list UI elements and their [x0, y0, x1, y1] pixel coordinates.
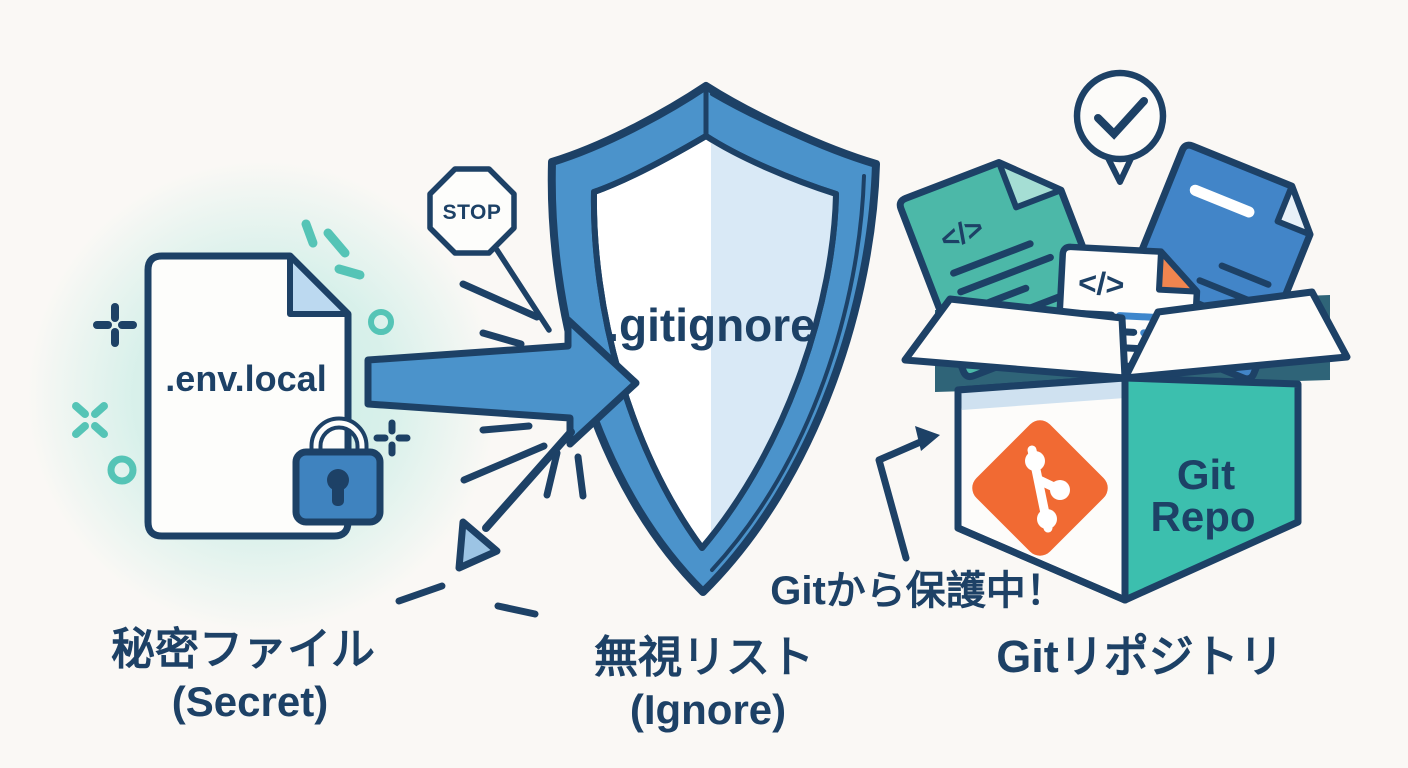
- x-sparkle-icon: [72, 402, 108, 438]
- shield-icon: .gitignore: [547, 82, 880, 596]
- protection-note: Gitから保護中！: [770, 569, 1066, 613]
- ignore-caption-en: (Ignore): [630, 686, 786, 733]
- secret-caption-en: (Secret): [172, 678, 328, 725]
- secret-filename: .env.local: [165, 358, 326, 399]
- box-face-right: [1121, 374, 1302, 604]
- repo-caption: Gitリポジトリ: [996, 631, 1284, 682]
- ignore-caption-jp: 無視リスト: [594, 633, 814, 682]
- stop-label: STOP: [443, 201, 502, 224]
- deflected-arrow-icon: [455, 428, 575, 572]
- secret-caption-jp: 秘密ファイル: [111, 625, 375, 674]
- code-glyph: </>: [1077, 264, 1125, 302]
- lock-icon: [292, 416, 384, 526]
- secret-file-icon: .env.local: [144, 252, 384, 540]
- box-flap-right: [1121, 288, 1351, 382]
- repo-face-line1: Git: [1177, 451, 1235, 498]
- plus-sparkle-icon: [373, 419, 411, 457]
- ring-sparkle-icon: [107, 455, 137, 485]
- box-flap-left: [901, 295, 1129, 382]
- plus-sparkle-icon: [93, 303, 137, 347]
- arrow-right-icon: [364, 316, 640, 448]
- checkmark-bubble-icon: [1073, 69, 1167, 185]
- box-face-shading: [958, 378, 1125, 410]
- sparkle-decorations: [72, 219, 411, 485]
- impact-sparks: [395, 280, 587, 618]
- repo-face-line2: Repo: [1151, 493, 1256, 540]
- repo-box-icon: </> </>: [896, 141, 1351, 604]
- corner-sparkle-icon: [301, 219, 365, 280]
- bent-arrow-icon: [875, 426, 940, 562]
- folded-corner: [287, 253, 351, 317]
- ring-sparkle-icon: [368, 309, 394, 335]
- gitignore-filename: .gitignore: [606, 299, 816, 351]
- git-logo-icon: [972, 420, 1108, 556]
